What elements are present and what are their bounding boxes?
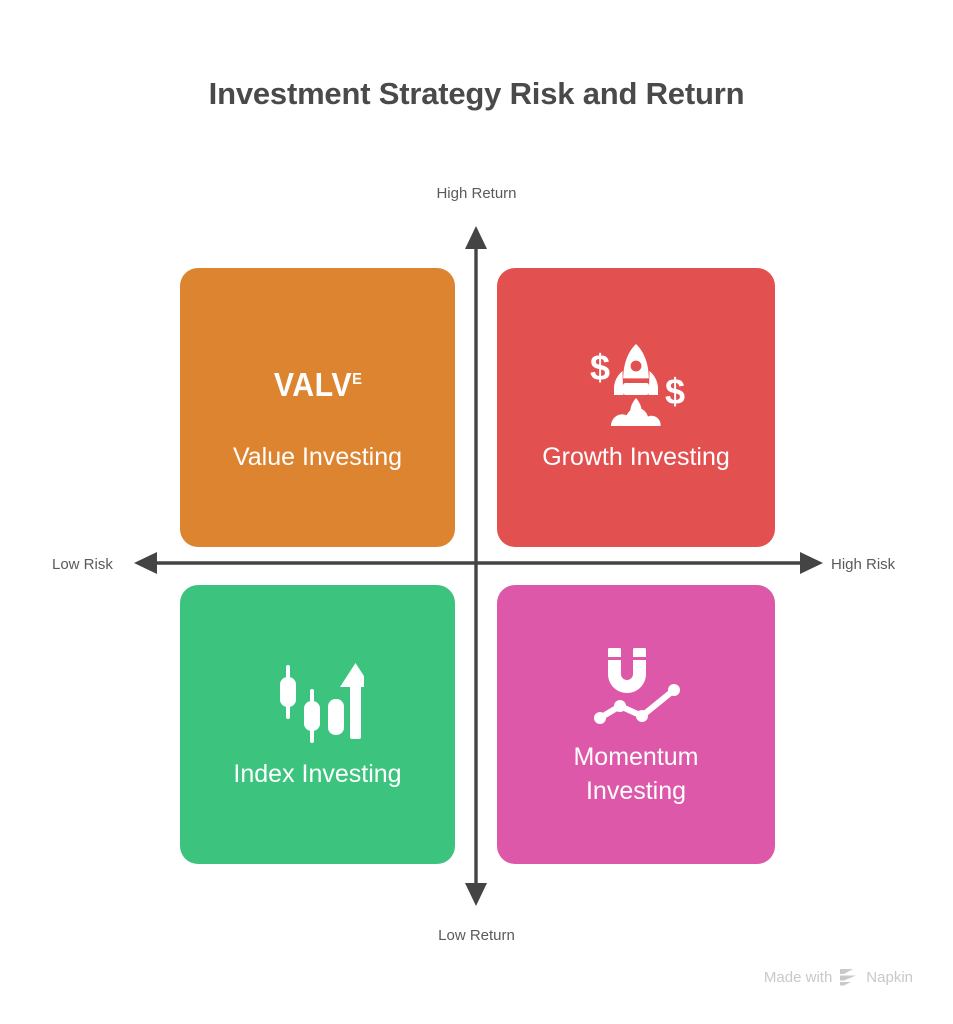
axis-label-low-return: Low Return — [438, 927, 515, 944]
svg-text:$: $ — [590, 347, 610, 388]
watermark-brand: Napkin — [866, 968, 913, 986]
quadrant-label-value-investing: Value Investing — [232, 442, 403, 471]
arrow-right-icon — [800, 552, 823, 574]
svg-text:$: $ — [665, 371, 685, 412]
quadrant-label-index-investing: Index Investing — [233, 759, 402, 788]
quadrant-index-investing[interactable]: Index Investing — [180, 585, 455, 864]
candlestick-chart-up-arrow-icon — [272, 659, 364, 745]
quadrant-label-momentum-investing: Momentum Investing — [573, 742, 699, 805]
arrow-up-icon — [465, 226, 487, 249]
quadrant-momentum-investing[interactable]: Momentum Investing — [497, 585, 775, 864]
arrow-left-icon — [134, 552, 157, 574]
page-title: Investment Strategy Risk and Return — [208, 76, 745, 111]
napkin-chevron-logo-icon — [840, 969, 857, 986]
watermark-prefix: Made with — [763, 968, 833, 986]
arrow-down-icon — [465, 883, 487, 906]
valve-wordmark-icon: VALVE — [273, 366, 362, 403]
axis-label-high-risk: High Risk — [831, 556, 896, 573]
watermark: Made with Napkin — [764, 968, 913, 986]
quadrant-value-investing[interactable]: VALVE Value Investing — [180, 268, 455, 547]
quadrant-label-growth-investing: Growth Investing — [542, 442, 730, 471]
quadrant-growth-investing[interactable]: $ $ Growth Investing — [497, 268, 775, 547]
axis-label-low-risk: Low Risk — [52, 556, 113, 573]
magnet-with-trend-line-icon — [590, 642, 682, 728]
rocket-with-dollar-signs-icon: $ $ — [583, 342, 689, 428]
axis-label-high-return: High Return — [436, 185, 517, 202]
